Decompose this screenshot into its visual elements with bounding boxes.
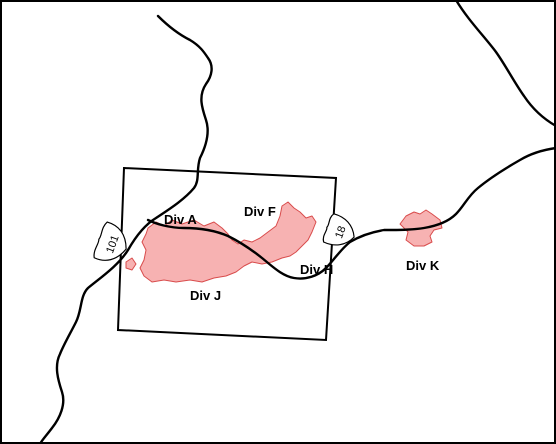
division-label-div-j: Div J bbox=[190, 288, 221, 303]
northeast-road bbox=[454, 0, 556, 128]
division-label-div-h: Div H bbox=[300, 262, 333, 277]
fire-perimeter-spot-west bbox=[125, 257, 137, 271]
highway-shield-101: 101 bbox=[93, 221, 127, 261]
shield-number-18: 18 bbox=[333, 225, 348, 241]
highway-101-road bbox=[38, 14, 213, 444]
map-inset-frame bbox=[116, 166, 338, 342]
highway-18-road bbox=[146, 146, 556, 280]
highway-shield-icon bbox=[322, 213, 355, 246]
shield-number-101: 101 bbox=[104, 234, 122, 255]
division-label-div-a: Div A bbox=[164, 212, 197, 227]
division-label-div-k: Div K bbox=[406, 258, 440, 273]
highway-shield-icon bbox=[93, 221, 127, 261]
highway-shield-18: 18 bbox=[322, 213, 355, 246]
fire-perimeter-main bbox=[139, 201, 317, 283]
division-label-div-f: Div F bbox=[244, 204, 276, 219]
